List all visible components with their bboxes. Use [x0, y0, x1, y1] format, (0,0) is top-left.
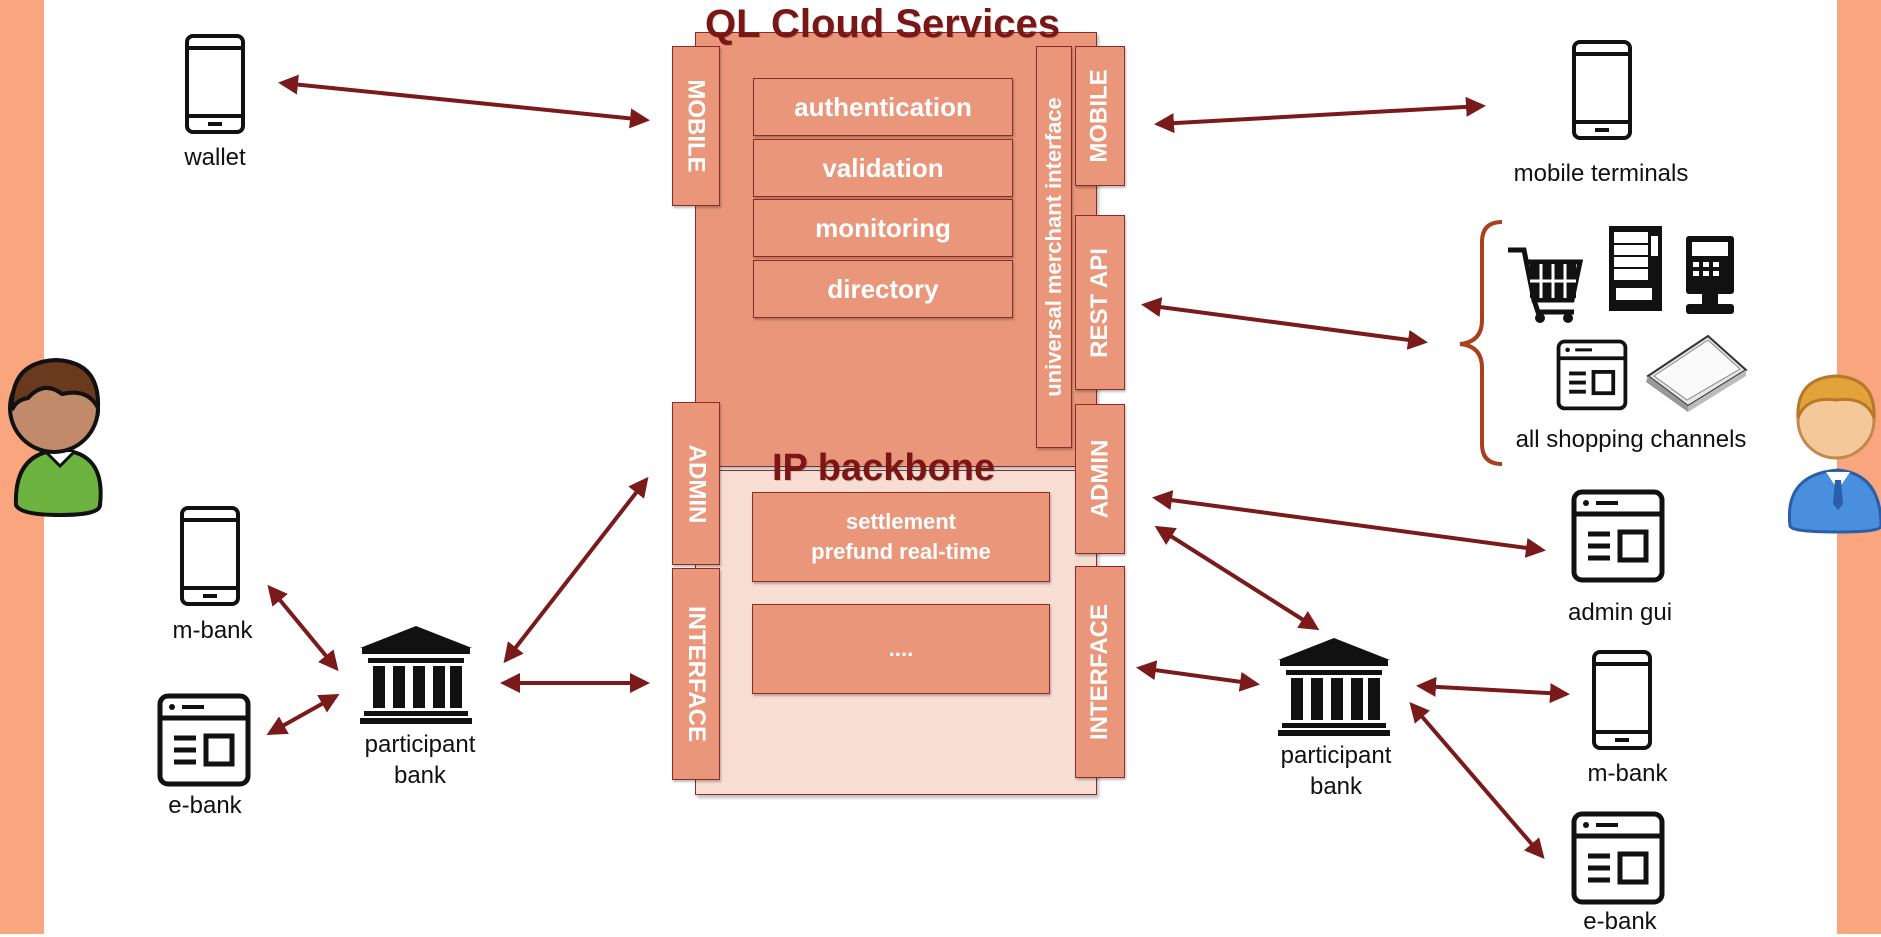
admin-gui-label: admin gui — [1567, 599, 1673, 626]
arrows — [266, 74, 1570, 860]
right-user-avatar-icon — [1787, 374, 1881, 534]
wallet-label: wallet — [184, 144, 246, 171]
admin-gui-window-icon — [1574, 492, 1662, 580]
right-mbank-phone-icon — [1592, 650, 1652, 750]
left-bank-label: participant bank — [350, 729, 490, 791]
right-ebank-window-icon — [1574, 814, 1662, 902]
left-mbank-label: m-bank — [172, 617, 253, 644]
tab-interface-left: INTERFACE — [672, 568, 720, 780]
arrow-rest-shopping — [1141, 297, 1428, 350]
arrow-mobile-terminals — [1154, 96, 1486, 134]
ip-backbone-title: IP backbone — [772, 447, 996, 489]
service-directory: directory — [753, 260, 1013, 318]
tab-admin-right: ADMIN — [1075, 404, 1125, 554]
wallet-phone-icon — [185, 34, 245, 134]
vending-machine-icon — [1609, 226, 1662, 311]
arrow-left-bank-admin — [503, 476, 649, 664]
tab-interface-right: INTERFACE — [1075, 566, 1125, 778]
settlement-line1: settlement — [845, 509, 957, 534]
left-bank-line1: participant — [364, 731, 476, 758]
tab-umi: universal merchant interface — [1036, 46, 1072, 448]
shopping-web-window-icon — [1556, 339, 1628, 411]
brace-icon — [1459, 220, 1503, 466]
right-ebank-label: e-bank — [1583, 908, 1657, 935]
service-monitoring: monitoring — [753, 199, 1013, 257]
right-bank-icon — [1278, 638, 1390, 736]
mobile-terminals-label: mobile terminals — [1513, 160, 1689, 187]
left-ebank-window-icon — [160, 696, 248, 784]
arrow-left-mbank-bank — [267, 584, 339, 672]
arrow-admin-right-bank — [1154, 525, 1320, 631]
tab-mobile-right: MOBILE — [1075, 46, 1125, 186]
ellipsis-box: .... — [752, 604, 1050, 694]
arrow-admin-gui — [1152, 490, 1546, 558]
right-mbank-label: m-bank — [1587, 760, 1668, 787]
left-bank-icon — [360, 626, 472, 724]
all-shopping-channels-label: all shopping channels — [1515, 426, 1747, 453]
left-mbank-phone-icon — [180, 506, 240, 606]
arrow-wallet-mobile — [278, 74, 650, 129]
service-authentication: authentication — [753, 78, 1013, 136]
settlement-line2: prefund real-time — [811, 539, 991, 564]
settlement-box: settlement prefund real-time — [752, 492, 1050, 582]
right-bank-label: participant bank — [1266, 740, 1406, 802]
arrow-interface-right-bank — [1136, 660, 1260, 692]
left-bank-line2: bank — [393, 762, 447, 789]
tab-rest-api: REST API — [1075, 215, 1125, 390]
left-ebank-label: e-bank — [168, 792, 242, 819]
tab-mobile-left: MOBILE — [672, 46, 720, 206]
arrow-left-ebank-bank — [266, 694, 340, 735]
right-side-band — [1837, 0, 1881, 934]
arrow-right-bank-ebank — [1409, 701, 1545, 860]
arrow-right-bank-mbank — [1416, 676, 1570, 704]
cloud-services-title: QL Cloud Services — [705, 2, 1060, 46]
mobile-terminal-phone-icon — [1572, 40, 1632, 140]
right-bank-line1: participant — [1280, 742, 1392, 769]
tablet-icon — [1646, 334, 1748, 412]
right-bank-line2: bank — [1309, 773, 1363, 800]
left-user-avatar-icon — [8, 357, 103, 518]
shopping-cart-icon — [1508, 247, 1584, 323]
payment-terminal-icon — [1686, 236, 1734, 314]
tab-admin-left: ADMIN — [672, 402, 720, 565]
service-validation: validation — [753, 139, 1013, 197]
